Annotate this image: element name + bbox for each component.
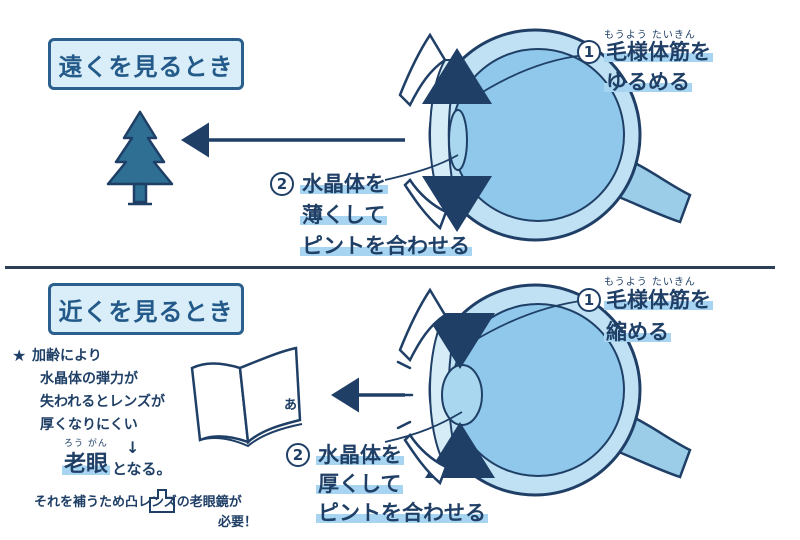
note-line-3: 失われるとレンズが (40, 394, 166, 410)
section-divider (5, 266, 775, 269)
label-near-lens-3: ピントを合わせる (316, 501, 488, 525)
label-far-lens-3: ピントを合わせる (300, 234, 472, 258)
leader-line-far-1 (469, 54, 586, 101)
note-star-icon: ★ (12, 346, 27, 365)
book-icon (190, 346, 303, 448)
note-ruby-presbyopia: ろう がん (64, 439, 108, 449)
note-arrow: ↓ (126, 438, 140, 457)
label-near-ciliary-2: 縮める (604, 320, 671, 344)
step-number-far-2: 2 (270, 172, 294, 196)
note-line-1: 加齢により (32, 348, 102, 364)
far-section-title: 遠くを見るとき (48, 38, 244, 90)
note-term-presbyopia: 老眼 (62, 452, 111, 477)
convex-lens-icon (149, 489, 175, 513)
book-character: あ (284, 398, 298, 413)
note-line-5: それを補うため凸レンズの老眼鏡が (34, 495, 242, 510)
ruby-far-ciliary: もうよう たいきん (604, 30, 696, 41)
step-number-far-1: 1 (577, 40, 601, 64)
leader-line-near-1 (471, 299, 589, 343)
label-near-lens-1: 水晶体を (316, 443, 404, 467)
label-far-ciliary-2: ゆるめる (604, 70, 692, 94)
leader-line-far-2 (384, 154, 459, 181)
step-number-near-1: 1 (577, 288, 601, 312)
label-near-lens-2: 厚くして (316, 472, 404, 496)
tree-icon (106, 110, 174, 206)
eye-near (398, 283, 692, 497)
near-section-title: 近くを見るとき (48, 283, 244, 335)
note-line-6: 必要！ (218, 515, 258, 530)
step-number-near-2: 2 (286, 443, 310, 467)
note-line-4: 厚くなりにくい (40, 417, 138, 433)
label-far-ciliary-1: 毛様体筋を (604, 40, 713, 64)
label-far-lens-2: 薄くして (300, 203, 388, 227)
ruby-near-ciliary: もうよう たいきん (604, 277, 696, 288)
eye-far (398, 28, 692, 242)
label-near-ciliary-1: 毛様体筋を (604, 288, 713, 312)
note-term-suffix: となる。 (112, 460, 172, 478)
label-far-lens-1: 水晶体を (300, 172, 388, 196)
note-line-2: 水晶体の弾力が (40, 371, 138, 387)
leader-line-near-2 (384, 411, 463, 443)
